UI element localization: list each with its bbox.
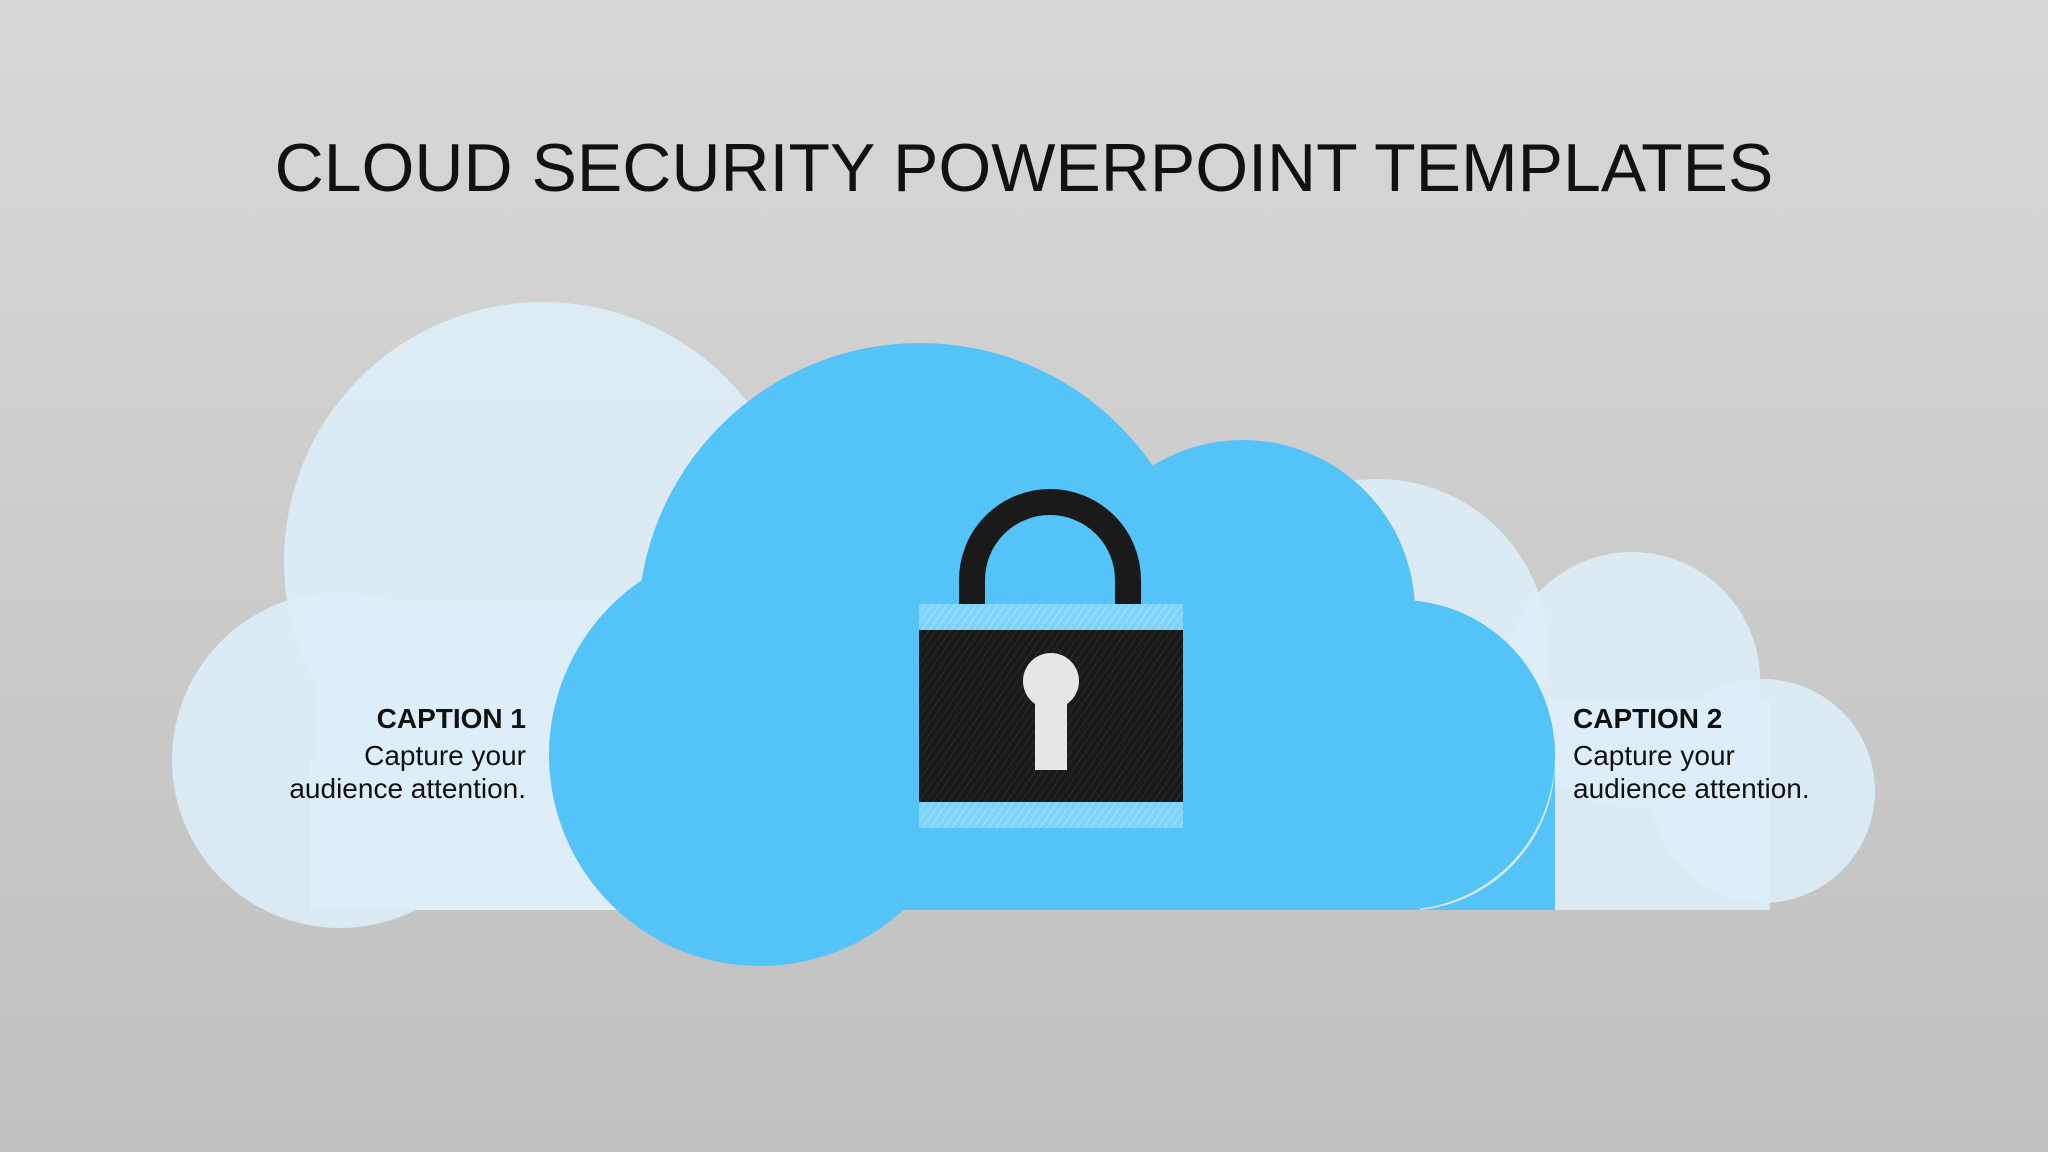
keyhole xyxy=(1023,653,1079,770)
caption-left-text-line2: audience attention. xyxy=(289,773,526,804)
caption-left-text-line1: Capture your xyxy=(364,740,526,771)
slide-title: CLOUD SECURITY POWERPOINT TEMPLATES xyxy=(274,130,1774,206)
caption-right-heading: CAPTION 2 xyxy=(1573,703,1723,734)
caption-right-text-line2: audience attention. xyxy=(1573,773,1810,804)
caption-right-text-line1: Capture your xyxy=(1573,740,1735,771)
padlock-icon xyxy=(919,489,1183,828)
caption-right: CAPTION 2 Capture your audience attentio… xyxy=(1573,702,1893,805)
caption-left: CAPTION 1 Capture your audience attentio… xyxy=(230,702,526,805)
caption-left-heading: CAPTION 1 xyxy=(376,703,526,734)
